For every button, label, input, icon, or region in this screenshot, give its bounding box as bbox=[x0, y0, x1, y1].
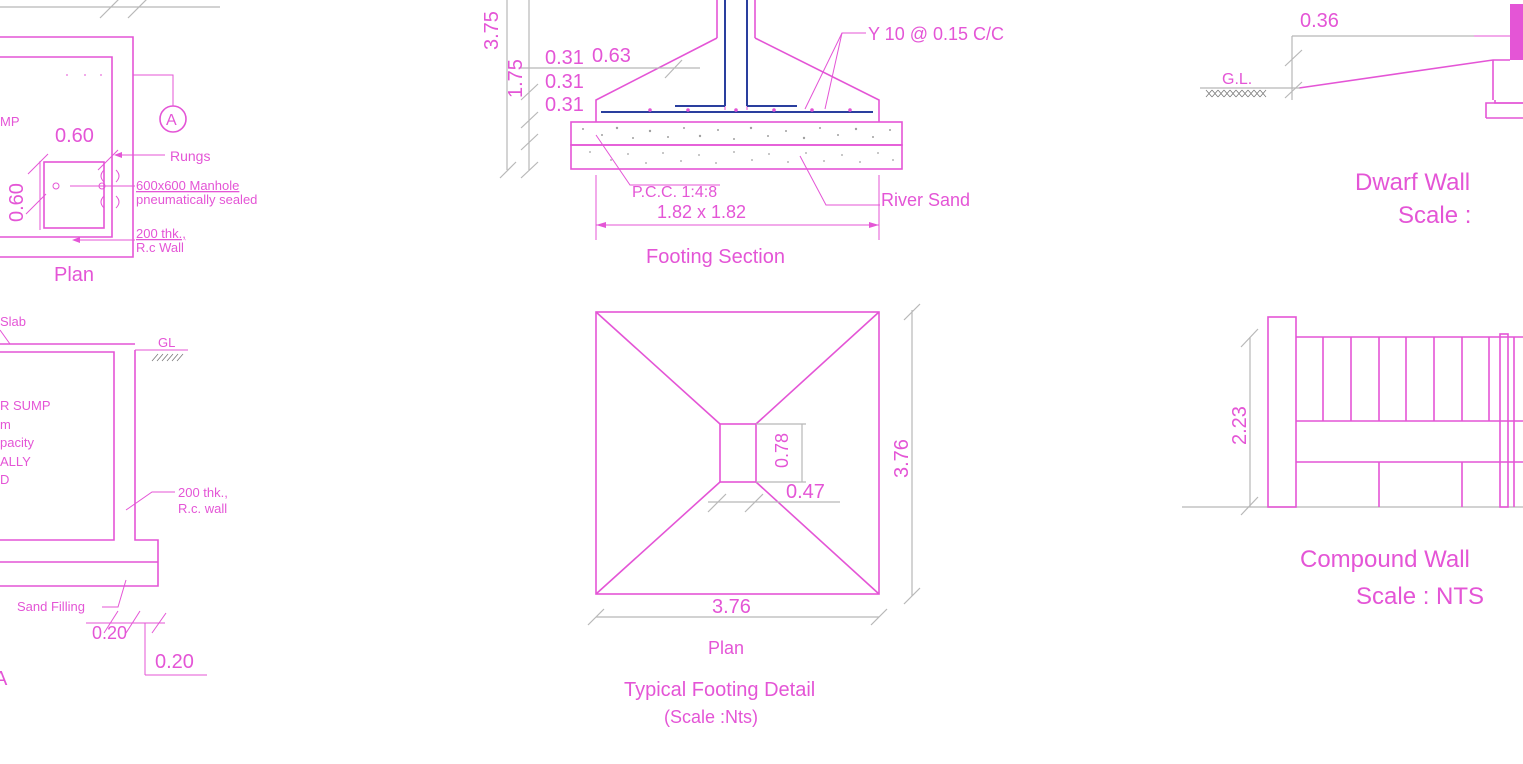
sump-desc-line-4: ALLY bbox=[0, 454, 31, 469]
pcc-label: P.C.C. 1:4:8 bbox=[632, 184, 717, 201]
compound-wall-panels bbox=[1322, 337, 1490, 507]
dwarf-wall-title: Dwarf Wall bbox=[1355, 169, 1470, 196]
compound-wall-scale: Scale : NTS bbox=[1356, 583, 1484, 610]
dim-3-76-vertical: 3.76 bbox=[891, 439, 913, 478]
plan-dim-horizontal: 0.60 bbox=[55, 125, 94, 147]
section-a-label: A bbox=[0, 668, 8, 690]
footing-size-label: 1.82 x 1.82 bbox=[657, 202, 746, 222]
sump-desc-line-1: R SUMP bbox=[0, 398, 51, 413]
sand-filling-label: Sand Filling bbox=[17, 599, 85, 614]
rc-wall-label-1: 200 thk., bbox=[136, 226, 186, 241]
sump-label-partial: MP bbox=[0, 114, 20, 129]
slab-label: Slab bbox=[0, 314, 26, 329]
pcc-layer bbox=[570, 121, 903, 146]
section-wall-label-1: 200 thk., bbox=[178, 485, 228, 500]
compound-pier bbox=[1499, 333, 1509, 508]
typical-footing-scale: (Scale :Nts) bbox=[664, 707, 758, 727]
sump-desc-line-3: pacity bbox=[0, 435, 34, 450]
footing-section-title: Footing Section bbox=[646, 246, 785, 268]
sand-layer bbox=[570, 144, 903, 170]
dwarf-wall-view: 0.36 G.L. Dwarf Wall Scale : bbox=[1200, 4, 1523, 229]
dwarf-wall-scale: Scale : bbox=[1398, 202, 1471, 229]
dim-020-b: 0.20 bbox=[155, 651, 194, 673]
river-sand-label: River Sand bbox=[881, 190, 970, 210]
ground-level-hatch bbox=[151, 353, 184, 362]
rebar-dots bbox=[648, 108, 852, 112]
typical-footing-title: Typical Footing Detail bbox=[624, 679, 815, 701]
dim-0-47: 0.47 bbox=[786, 481, 825, 503]
dim-3-76-horizontal: 3.76 bbox=[712, 596, 751, 618]
dim-0-78: 0.78 bbox=[772, 433, 792, 468]
callout-a-label: A bbox=[166, 112, 177, 129]
sump-desc-line-2: m bbox=[0, 417, 11, 432]
sump-plan-view: A 0.60 0.60 MP Rungs 600x600 Manhole pne… bbox=[0, 0, 257, 286]
manhole-label-2: pneumatically sealed bbox=[136, 192, 257, 207]
dwarf-gl-label: G.L. bbox=[1222, 71, 1252, 88]
rungs-label: Rungs bbox=[170, 148, 210, 164]
dim-0-63: 0.63 bbox=[592, 45, 631, 67]
pcc-aggregate-texture bbox=[582, 126, 894, 164]
dim-0-31-a: 0.31 bbox=[545, 47, 584, 69]
footing-section-view: 3.75 1.75 0.31 0.63 0.31 0.31 Y 10 @ 0.1… bbox=[481, 0, 1004, 268]
dim-3-75: 3.75 bbox=[481, 11, 503, 50]
dim-0-31-b: 0.31 bbox=[545, 71, 584, 93]
dim-020-a: 0.20 bbox=[92, 623, 127, 643]
rc-wall-label-2: R.c Wall bbox=[136, 240, 184, 255]
footing-plan-label: Plan bbox=[708, 638, 744, 658]
section-wall-label-2: R.c. wall bbox=[178, 501, 227, 516]
manhole-label-1: 600x600 Manhole bbox=[136, 178, 239, 193]
sump-section-view: Slab GL R SUMP m pacity ALLY D 200 thk.,… bbox=[0, 314, 228, 690]
dwarf-gl-hatch bbox=[1205, 89, 1267, 98]
rebar-spec-label: Y 10 @ 0.15 C/C bbox=[868, 24, 1004, 44]
dim-2-23: 2.23 bbox=[1229, 406, 1251, 445]
compound-wall-view: 2.23 Compound Wall Scale : NTS bbox=[1182, 316, 1523, 610]
plan-title: Plan bbox=[54, 264, 94, 286]
compound-wall-title: Compound Wall bbox=[1300, 546, 1470, 573]
footing-plan-view: 0.78 0.47 3.76 3.76 Plan Typical Footing… bbox=[587, 303, 921, 727]
dim-1-75: 1.75 bbox=[505, 59, 527, 98]
dwarf-wall-stem bbox=[1510, 4, 1523, 60]
sump-desc-line-5: D bbox=[0, 472, 9, 487]
dim-0-31-c: 0.31 bbox=[545, 94, 584, 116]
plan-dim-vertical: 0.60 bbox=[6, 183, 28, 222]
section-gl-label: GL bbox=[158, 335, 175, 350]
dim-0-36: 0.36 bbox=[1300, 10, 1339, 32]
